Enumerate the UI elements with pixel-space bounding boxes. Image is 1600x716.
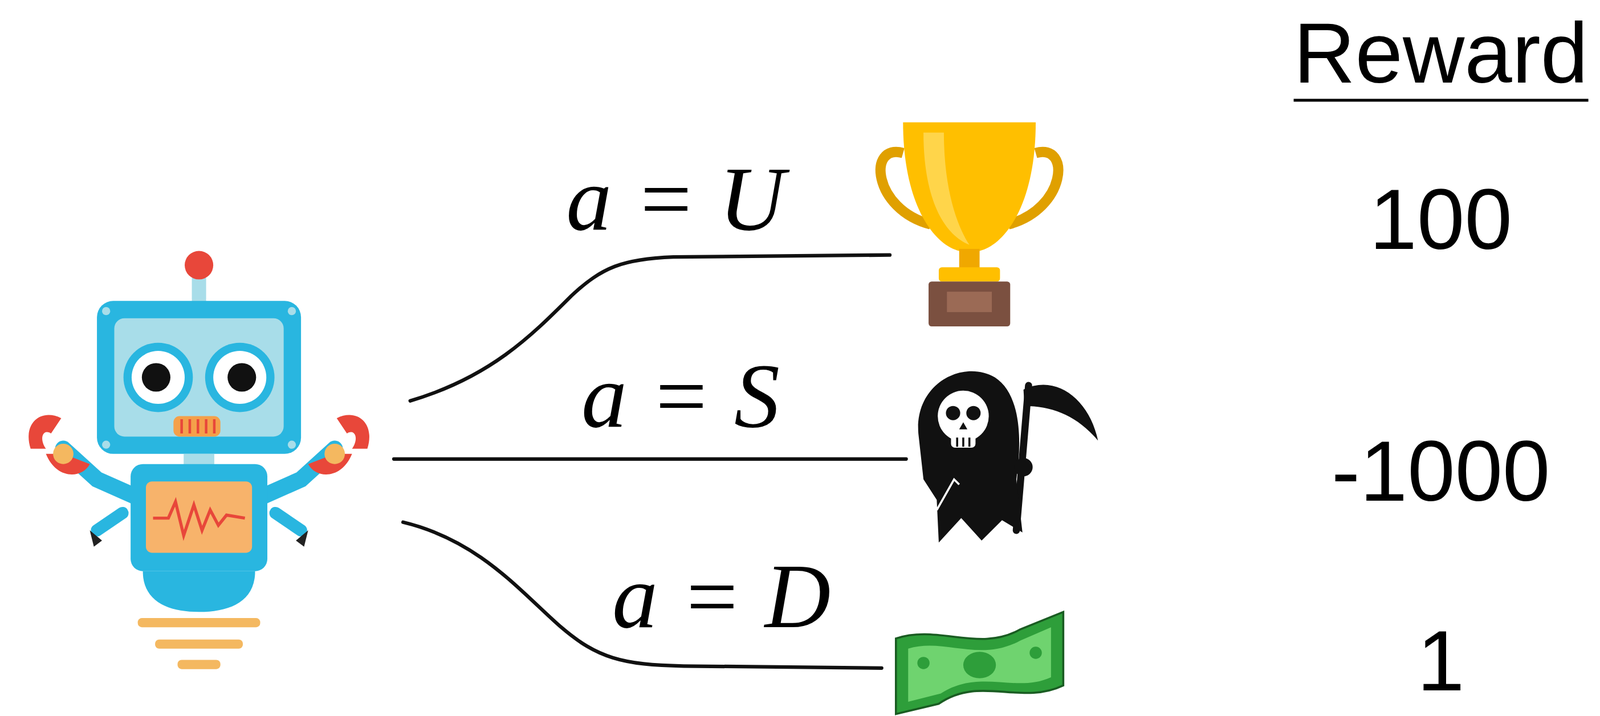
action-curve [393, 457, 907, 462]
action-curve [402, 522, 882, 669]
trophy-icon [880, 122, 1059, 327]
reward-value: 1 [1417, 618, 1465, 704]
column-heading: Reward [1293, 10, 1589, 103]
reaper-icon [918, 371, 1098, 544]
action-label: a = D [612, 551, 832, 643]
action-label: a = U [566, 153, 785, 245]
reward-value: -1000 [1331, 428, 1551, 515]
robot [28, 250, 370, 670]
reward-value: 100 [1369, 176, 1513, 263]
action-label: a = S [581, 350, 780, 442]
money-icon [896, 612, 1064, 715]
